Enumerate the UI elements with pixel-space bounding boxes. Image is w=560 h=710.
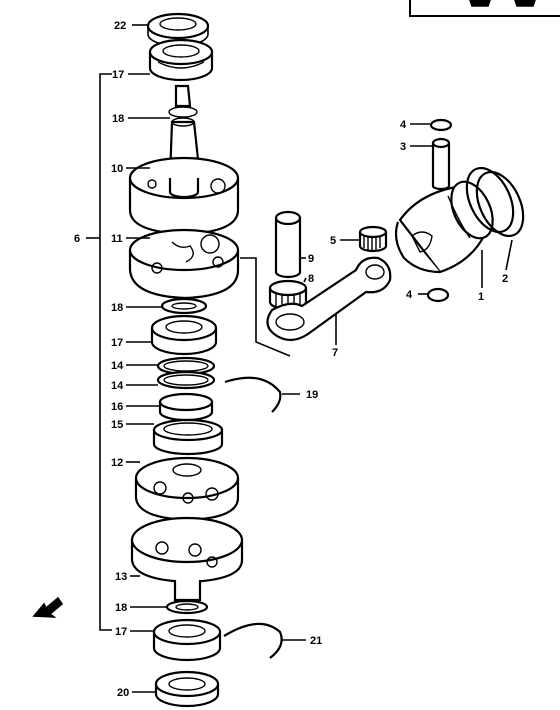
label-21: 21: [310, 635, 322, 647]
label-8: 8: [308, 273, 314, 285]
label-7: 7: [332, 347, 338, 359]
piston: [394, 180, 494, 274]
label-17: 17: [115, 626, 127, 638]
connecting-rod: [266, 256, 392, 342]
label-9: 9: [308, 253, 314, 265]
rod-group-bracket: [240, 257, 291, 357]
label-14: 14: [111, 360, 124, 372]
label-12: 12: [111, 457, 123, 469]
label-1: 1: [478, 291, 484, 303]
label-18: 18: [111, 302, 123, 314]
bearing-lower: [152, 618, 222, 662]
label-5: 5: [330, 235, 336, 247]
upper-counterweight: [128, 156, 240, 236]
leader-lines: [126, 24, 513, 693]
assembly-bracket: [86, 73, 112, 631]
label-18: 18: [115, 602, 127, 614]
spacer: [158, 392, 214, 422]
retaining-ring-upper: [224, 376, 282, 413]
piston-rings: [465, 166, 525, 238]
oil-seal-top: [146, 12, 210, 47]
callout-labels: 22 17 18 10 6 11 18 17 14 14 16 15 12 13…: [74, 20, 508, 699]
center-seal: [152, 418, 224, 456]
label-15: 15: [111, 419, 123, 431]
small-end-bearing: [358, 225, 388, 253]
label-14: 14: [111, 380, 124, 392]
label-17: 17: [112, 69, 124, 81]
oil-seal-bottom: [154, 670, 220, 708]
label-4: 4: [400, 119, 407, 131]
retaining-ring-lower: [223, 622, 283, 659]
crank-web-upper: [128, 228, 240, 300]
label-10: 10: [111, 163, 123, 175]
washer-upper-middle: [160, 297, 208, 315]
crank-web-lower: [130, 516, 244, 602]
label-11: 11: [111, 233, 123, 245]
piston-pin-clip-top: [429, 118, 453, 132]
label-20: 20: [117, 687, 129, 699]
label-3: 3: [400, 141, 406, 153]
seal-rings: [156, 356, 216, 390]
piston-pin-clip-bottom: [426, 287, 450, 303]
bearing-middle: [150, 314, 218, 356]
label-17: 17: [111, 337, 123, 349]
corner-frame: [409, 0, 560, 17]
bearing-top: [148, 38, 214, 82]
arrow-icon: [32, 596, 64, 618]
label-22: 22: [114, 20, 126, 32]
label-6: 6: [74, 233, 80, 245]
label-19: 19: [306, 389, 318, 401]
washer-lower: [165, 599, 209, 615]
lower-counterweight: [134, 456, 240, 522]
label-2: 2: [502, 273, 508, 285]
label-18: 18: [112, 113, 124, 125]
label-16: 16: [111, 401, 123, 413]
crank-pin: [274, 210, 302, 279]
piston-pin: [431, 137, 451, 191]
label-13: 13: [115, 571, 127, 583]
label-4: 4: [406, 289, 413, 301]
